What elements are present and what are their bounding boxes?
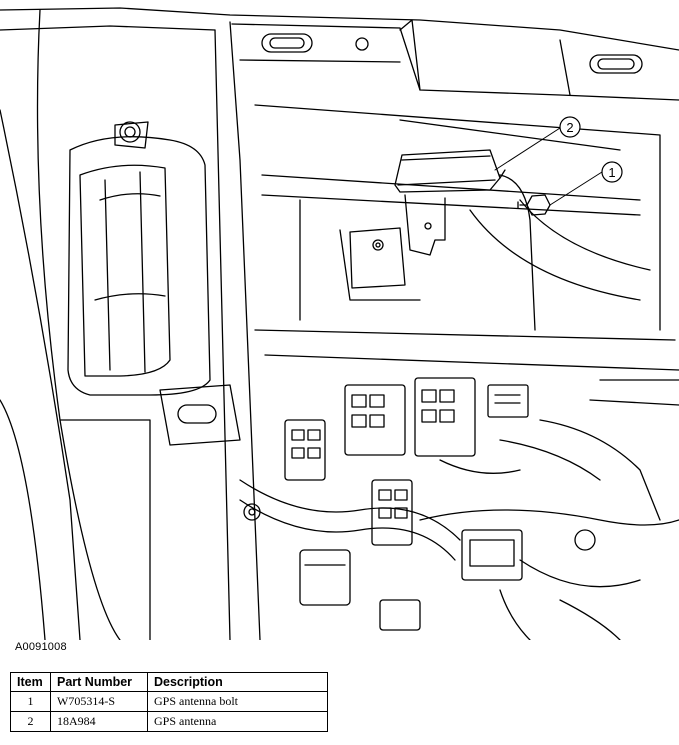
cell-description: GPS antenna bolt xyxy=(147,691,328,712)
callout-number-2: 2 xyxy=(566,120,573,135)
callout-leaders xyxy=(494,127,603,206)
cell-part-number: W705314-S xyxy=(50,691,148,712)
header-item: Item xyxy=(10,672,51,692)
connector-area xyxy=(159,377,529,631)
gps-antenna-illustration: 2 1 xyxy=(0,7,679,640)
cell-part-number: 18A984 xyxy=(50,711,148,732)
cell-item: 1 xyxy=(10,691,51,712)
table-row: 2 18A984 GPS antenna xyxy=(10,711,328,732)
callout-marker-2: 2 xyxy=(559,116,581,138)
antenna-cable xyxy=(499,174,536,331)
header-part-number: Part Number xyxy=(50,672,148,692)
gps-antenna xyxy=(394,149,506,193)
callout-number-1: 1 xyxy=(608,165,615,180)
parts-table: Item Part Number Description 1 W705314-S… xyxy=(10,672,328,732)
table-row: 1 W705314-S GPS antenna bolt xyxy=(10,691,328,712)
antenna-bracket xyxy=(349,194,446,289)
parts-table-header-row: Item Part Number Description xyxy=(10,672,328,692)
figure-reference-id: A0091008 xyxy=(15,641,67,653)
left-vent-housing xyxy=(67,121,211,396)
wiring-harness xyxy=(239,379,679,640)
cell-item: 2 xyxy=(10,711,51,732)
upper-trim-panel xyxy=(231,19,679,101)
cell-description: GPS antenna xyxy=(147,711,328,732)
antenna-bolt xyxy=(517,194,551,216)
instrument-panel-cavity xyxy=(254,104,679,371)
header-description: Description xyxy=(147,672,328,692)
dashboard-structure xyxy=(0,7,679,640)
callout-marker-1: 1 xyxy=(601,161,623,183)
